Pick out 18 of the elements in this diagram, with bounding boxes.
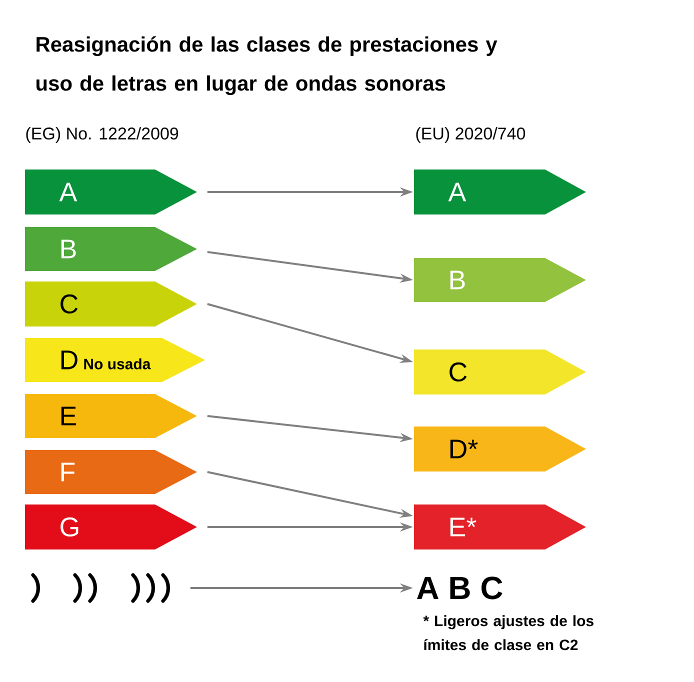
energy-class-bar: D No usada: [25, 338, 205, 382]
footnote: * Ligeros ajustes de los ímites de clase en C2: [423, 615, 594, 650]
energy-class-bar: B: [25, 227, 197, 271]
energy-class-bar: A: [25, 170, 197, 214]
sound-waves-drawing: [31, 573, 170, 603]
energy-class-bar: B: [414, 258, 586, 302]
energy-class-bar: E: [25, 394, 197, 438]
energy-class-bar: A: [414, 170, 586, 214]
class-letters: A B C: [417, 576, 502, 600]
energy-class-bar: C: [414, 349, 586, 394]
energy-class-bar: G: [25, 504, 197, 550]
header: (EU) 2020/740: [416, 127, 526, 143]
energy-class-bar: E*: [414, 504, 586, 550]
energy-class-bar: C: [25, 281, 197, 326]
energy-class-bar: D*: [414, 426, 586, 472]
energy-class-bar: F: [25, 450, 197, 494]
title: Reasignación de las clases de prestaciones y uso de letras en lugar de ondas sonoras: [36, 36, 498, 96]
header: (EG) No. 1222/2009: [26, 127, 178, 143]
